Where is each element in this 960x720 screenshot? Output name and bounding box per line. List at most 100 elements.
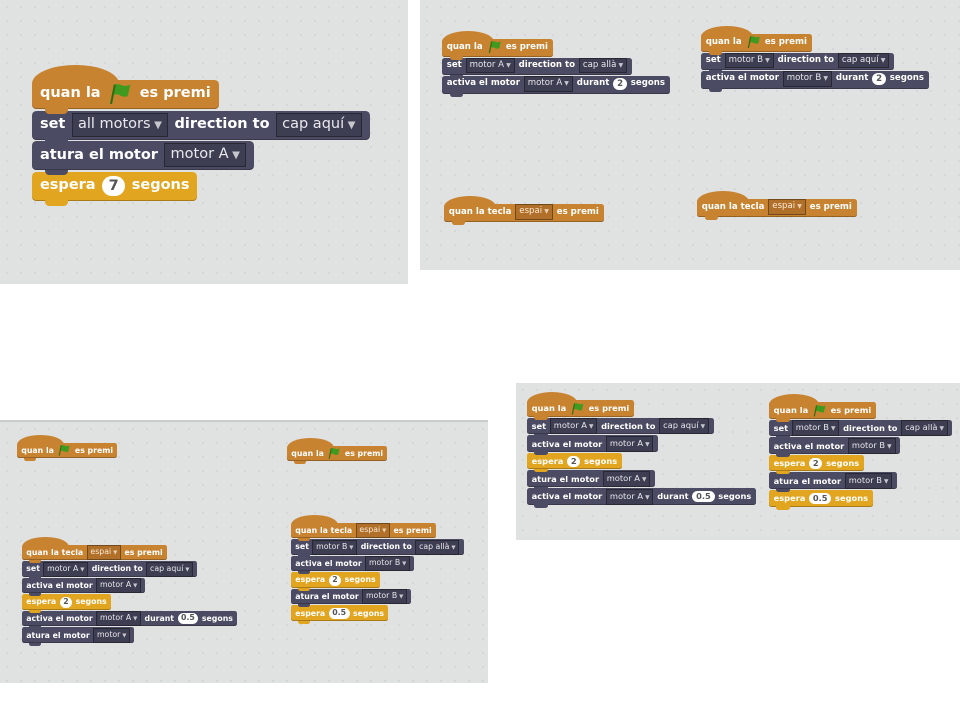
dropdown-field[interactable]: espai▼ bbox=[355, 522, 390, 539]
block-label: segons bbox=[353, 608, 385, 618]
number-input[interactable]: 2 bbox=[59, 596, 73, 608]
dropdown-field[interactable]: espai▼ bbox=[768, 199, 806, 215]
dropdown-field[interactable]: motor B▼ bbox=[847, 437, 896, 454]
dropdown-field[interactable]: motor A▼ bbox=[523, 76, 573, 92]
dropdown-field[interactable]: motor B▼ bbox=[782, 71, 832, 87]
dropdown-field[interactable]: motor A▼ bbox=[43, 561, 89, 577]
dropdown-field[interactable]: motor B▼ bbox=[724, 52, 774, 69]
number-input[interactable]: 2 bbox=[872, 72, 886, 85]
dropdown-field[interactable]: cap aquí▼ bbox=[659, 418, 709, 435]
dropdown-field[interactable]: motor B▼ bbox=[312, 539, 358, 555]
dropdown-field[interactable]: motor B▼ bbox=[365, 556, 410, 572]
number-input[interactable]: 2 bbox=[613, 77, 627, 90]
dropdown-field[interactable]: cap allà▼ bbox=[578, 57, 628, 74]
number-input[interactable]: 0.5 bbox=[328, 607, 350, 619]
dropdown-field[interactable]: motor A▼ bbox=[602, 470, 651, 487]
dropdown-field[interactable]: cap aquí▼ bbox=[276, 112, 362, 137]
block-label: espera bbox=[773, 493, 806, 504]
dropdown-value: motor A bbox=[47, 563, 79, 573]
block-label: espera bbox=[531, 456, 564, 467]
dropdown-field[interactable]: cap aquí▼ bbox=[146, 561, 194, 577]
dropdown-field[interactable]: motor A▼ bbox=[605, 488, 654, 505]
number-input[interactable]: 2 bbox=[567, 455, 581, 468]
number-input[interactable]: 0.5 bbox=[692, 490, 715, 503]
dropdown-field[interactable]: cap allà▼ bbox=[415, 539, 460, 555]
block-label: set bbox=[773, 422, 789, 433]
number-input[interactable]: 0.5 bbox=[177, 613, 199, 625]
dropdown-field[interactable]: motor A▼ bbox=[465, 57, 515, 74]
number-input[interactable]: 0.5 bbox=[809, 492, 832, 505]
block-label: activa el motor bbox=[26, 613, 93, 623]
dropdown-field[interactable]: motor A▼ bbox=[96, 611, 141, 627]
block-label: quan la tecla bbox=[701, 201, 765, 212]
dropdown-field[interactable]: all motors▼ bbox=[71, 112, 168, 137]
block-label: durant bbox=[835, 73, 869, 84]
dropdown-field[interactable]: espai▼ bbox=[515, 204, 553, 220]
dropdown-field[interactable]: motor A▼ bbox=[96, 578, 141, 594]
dropdown-field[interactable]: motor A▼ bbox=[549, 418, 598, 435]
dropdown-field[interactable]: motor B▼ bbox=[844, 472, 893, 489]
dropdown-field[interactable]: cap aquí▼ bbox=[837, 52, 890, 69]
dropdown-field[interactable]: motor A▼ bbox=[164, 143, 246, 168]
number-input[interactable]: 7 bbox=[102, 175, 126, 197]
dropdown-field[interactable]: espai▼ bbox=[86, 544, 121, 561]
dropdown-field[interactable]: motor▼ bbox=[93, 627, 131, 644]
dropdown-field[interactable]: motor B▼ bbox=[791, 420, 840, 437]
dropdown-field[interactable]: motor B▼ bbox=[362, 589, 408, 605]
block-label: direction to bbox=[777, 54, 834, 65]
dropdown-field[interactable]: motor A▼ bbox=[605, 435, 654, 452]
number-input[interactable]: 2 bbox=[328, 574, 342, 586]
dropdown-field[interactable]: cap allà▼ bbox=[901, 420, 948, 437]
number-input[interactable]: 2 bbox=[809, 457, 823, 470]
